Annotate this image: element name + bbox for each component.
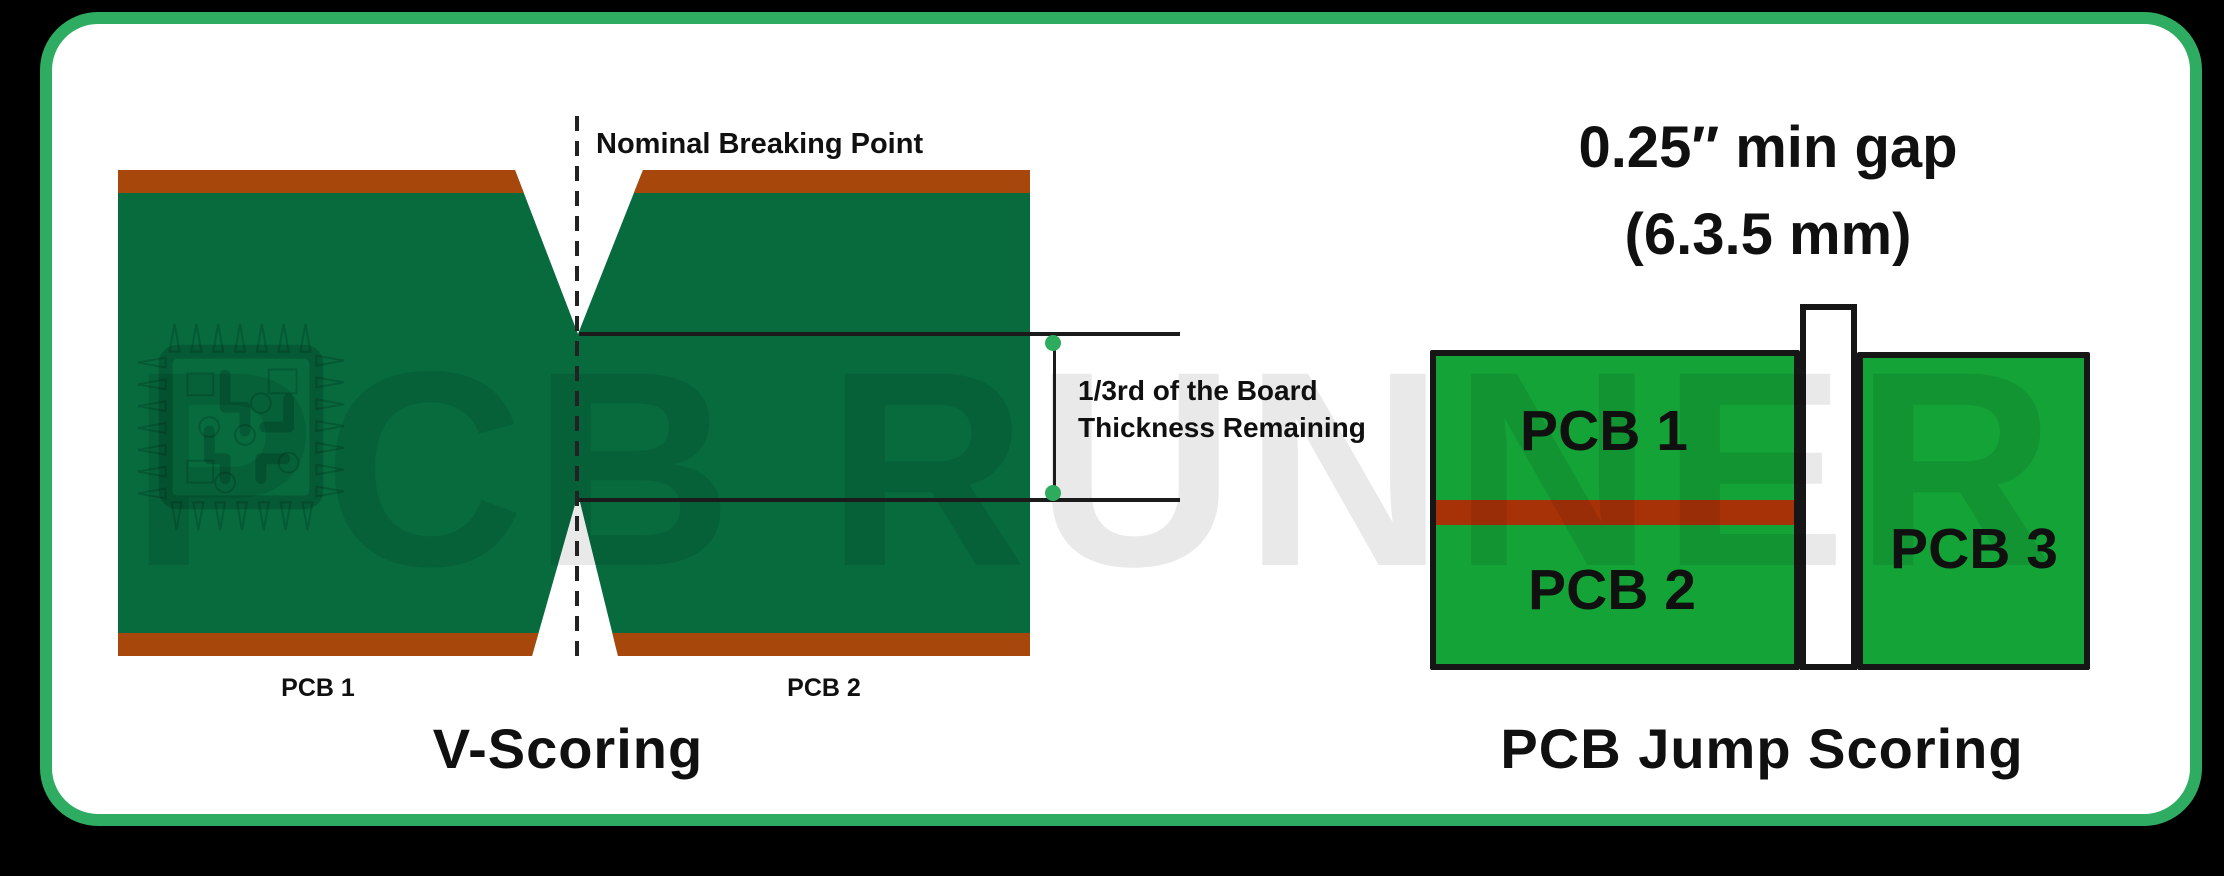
min-gap-annotation: 0.25″ min gap (6.3.5 mm) [1578, 104, 1957, 278]
jump-board-3 [1857, 352, 2090, 670]
lower-notch-extension-line [579, 498, 1180, 502]
v-scoring-board-2 [578, 170, 1030, 656]
copper-layer-top [578, 170, 1030, 193]
v-scoring-diagram [118, 170, 1030, 656]
v-board2-label: PCB 2 [787, 674, 861, 702]
jump-board1-label: PCB 1 [1520, 399, 1688, 463]
thickness-note-line2: Thickness Remaining [1078, 412, 1366, 443]
thickness-dimension-line [1053, 343, 1056, 493]
v-board1-label: PCB 1 [281, 674, 355, 702]
thickness-remaining-note: 1/3rd of the Board Thickness Remaining [1078, 372, 1366, 446]
jump-board-1-2 [1430, 350, 1800, 670]
v-scoring-title: V-Scoring [432, 717, 704, 780]
upper-notch-extension-line [579, 332, 1180, 336]
thickness-note-line1: 1/3rd of the Board [1078, 375, 1318, 406]
min-gap-line2: (6.3.5 mm) [1624, 202, 1912, 267]
copper-layer-top [118, 170, 578, 193]
copper-layer-bottom [118, 633, 578, 656]
copper-layer-bottom [578, 633, 1030, 656]
jump-gap-tab [1800, 304, 1857, 670]
min-gap-line1: 0.25″ min gap [1578, 115, 1958, 180]
dimension-endpoint-dot-bottom [1045, 485, 1061, 501]
jump-scoring-title: PCB Jump Scoring [1500, 717, 2024, 780]
infographic-card: Nominal Breaking Point 1/3rd of the Boar… [40, 12, 2202, 826]
score-centerline-dashed [575, 116, 579, 664]
jump-board3-label: PCB 3 [1890, 517, 2058, 581]
jump-board2-label: PCB 2 [1528, 558, 1696, 622]
dimension-endpoint-dot-top [1045, 335, 1061, 351]
jump-score-stripe [1436, 500, 1794, 525]
v-scoring-board-1 [118, 170, 578, 656]
nominal-breaking-point-label: Nominal Breaking Point [596, 128, 924, 160]
